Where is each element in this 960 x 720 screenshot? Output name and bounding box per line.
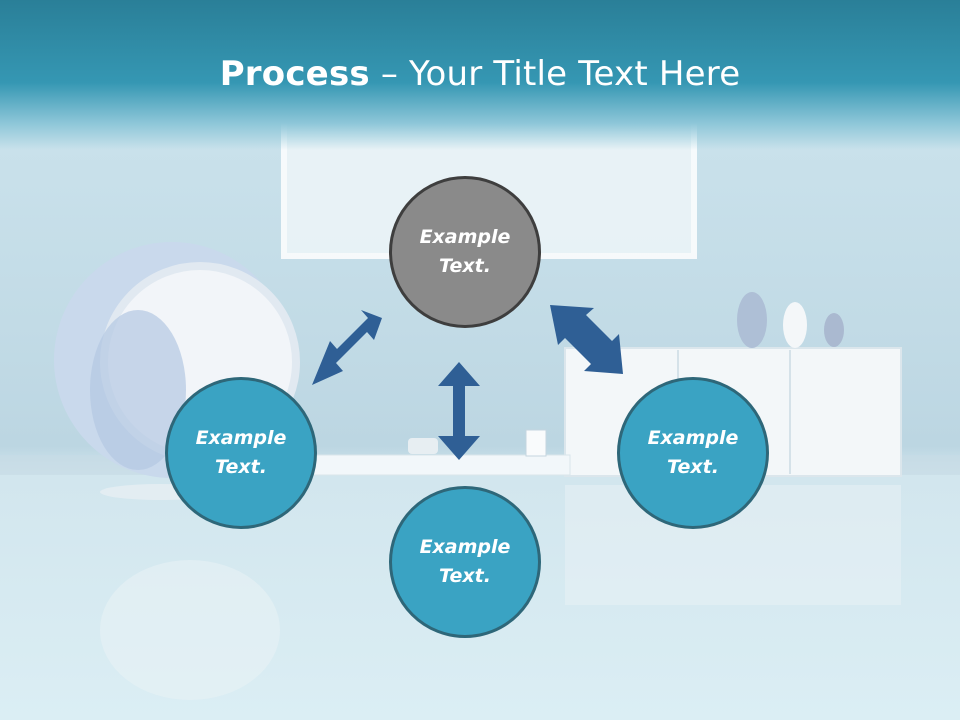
node-label-line2: Text.	[215, 456, 267, 478]
node-label-line2: Text.	[667, 456, 719, 478]
node-label-line1: Example	[419, 536, 511, 558]
page-title: Process – Your Title Text Here	[0, 54, 960, 94]
node-label-line1: Example	[419, 226, 511, 248]
node-label-line1: Example	[195, 427, 287, 449]
title-rest: – Your Title Text Here	[369, 54, 741, 94]
title-bar	[0, 0, 960, 150]
node-label-line1: Example	[647, 427, 739, 449]
title-bold: Process	[219, 54, 370, 94]
double-arrow-vertical	[438, 362, 480, 460]
double-arrow-right-diagonal	[550, 305, 623, 374]
node-label-line2: Text.	[439, 255, 491, 277]
node-label-line2: Text.	[439, 565, 491, 587]
double-arrow-left-diagonal	[312, 310, 382, 385]
